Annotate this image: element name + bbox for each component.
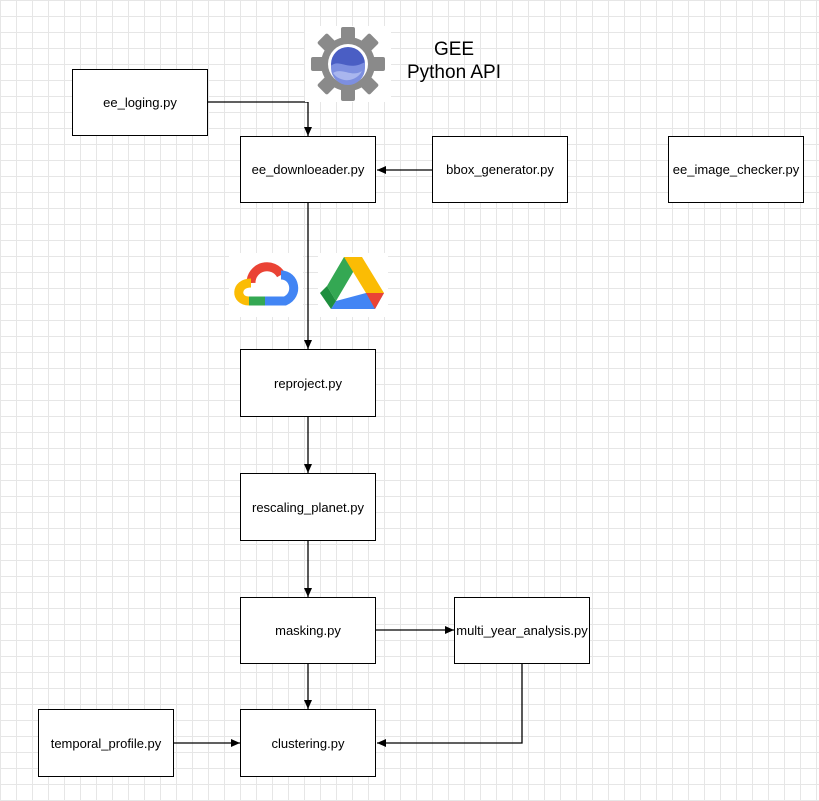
- node-masking[interactable]: masking.py: [240, 597, 376, 664]
- node-temporal-profile[interactable]: temporal_profile.py: [38, 709, 174, 777]
- node-multi-year-analysis[interactable]: multi_year_analysis.py: [454, 597, 590, 664]
- google-cloud-logo: [229, 253, 303, 317]
- google-cloud-icon: [234, 262, 299, 306]
- node-ee-loging[interactable]: ee_loging.py: [72, 69, 208, 136]
- google-drive-icon: [320, 257, 384, 309]
- google-drive-logo: [318, 253, 388, 317]
- edge-ee-loging-to-ee-downloader: [207, 101, 312, 136]
- gee-logo: [305, 26, 391, 102]
- node-ee-downloader[interactable]: ee_downloeader.py: [240, 136, 376, 203]
- gee-gear-icon: [311, 27, 385, 101]
- node-rescaling-planet[interactable]: rescaling_planet.py: [240, 473, 376, 541]
- edge-multi-year-analysis-to-clustering: [377, 664, 523, 747]
- gee-title-line1: GEE: [433, 39, 475, 60]
- node-bbox-generator[interactable]: bbox_generator.py: [432, 136, 568, 203]
- node-reproject[interactable]: reproject.py: [240, 349, 376, 417]
- gee-title-line2: Python API: [406, 62, 501, 83]
- node-clustering[interactable]: clustering.py: [240, 709, 376, 777]
- gee-title: GEE Python API: [396, 38, 512, 84]
- node-ee-image-checker[interactable]: ee_image_checker.py: [668, 136, 804, 203]
